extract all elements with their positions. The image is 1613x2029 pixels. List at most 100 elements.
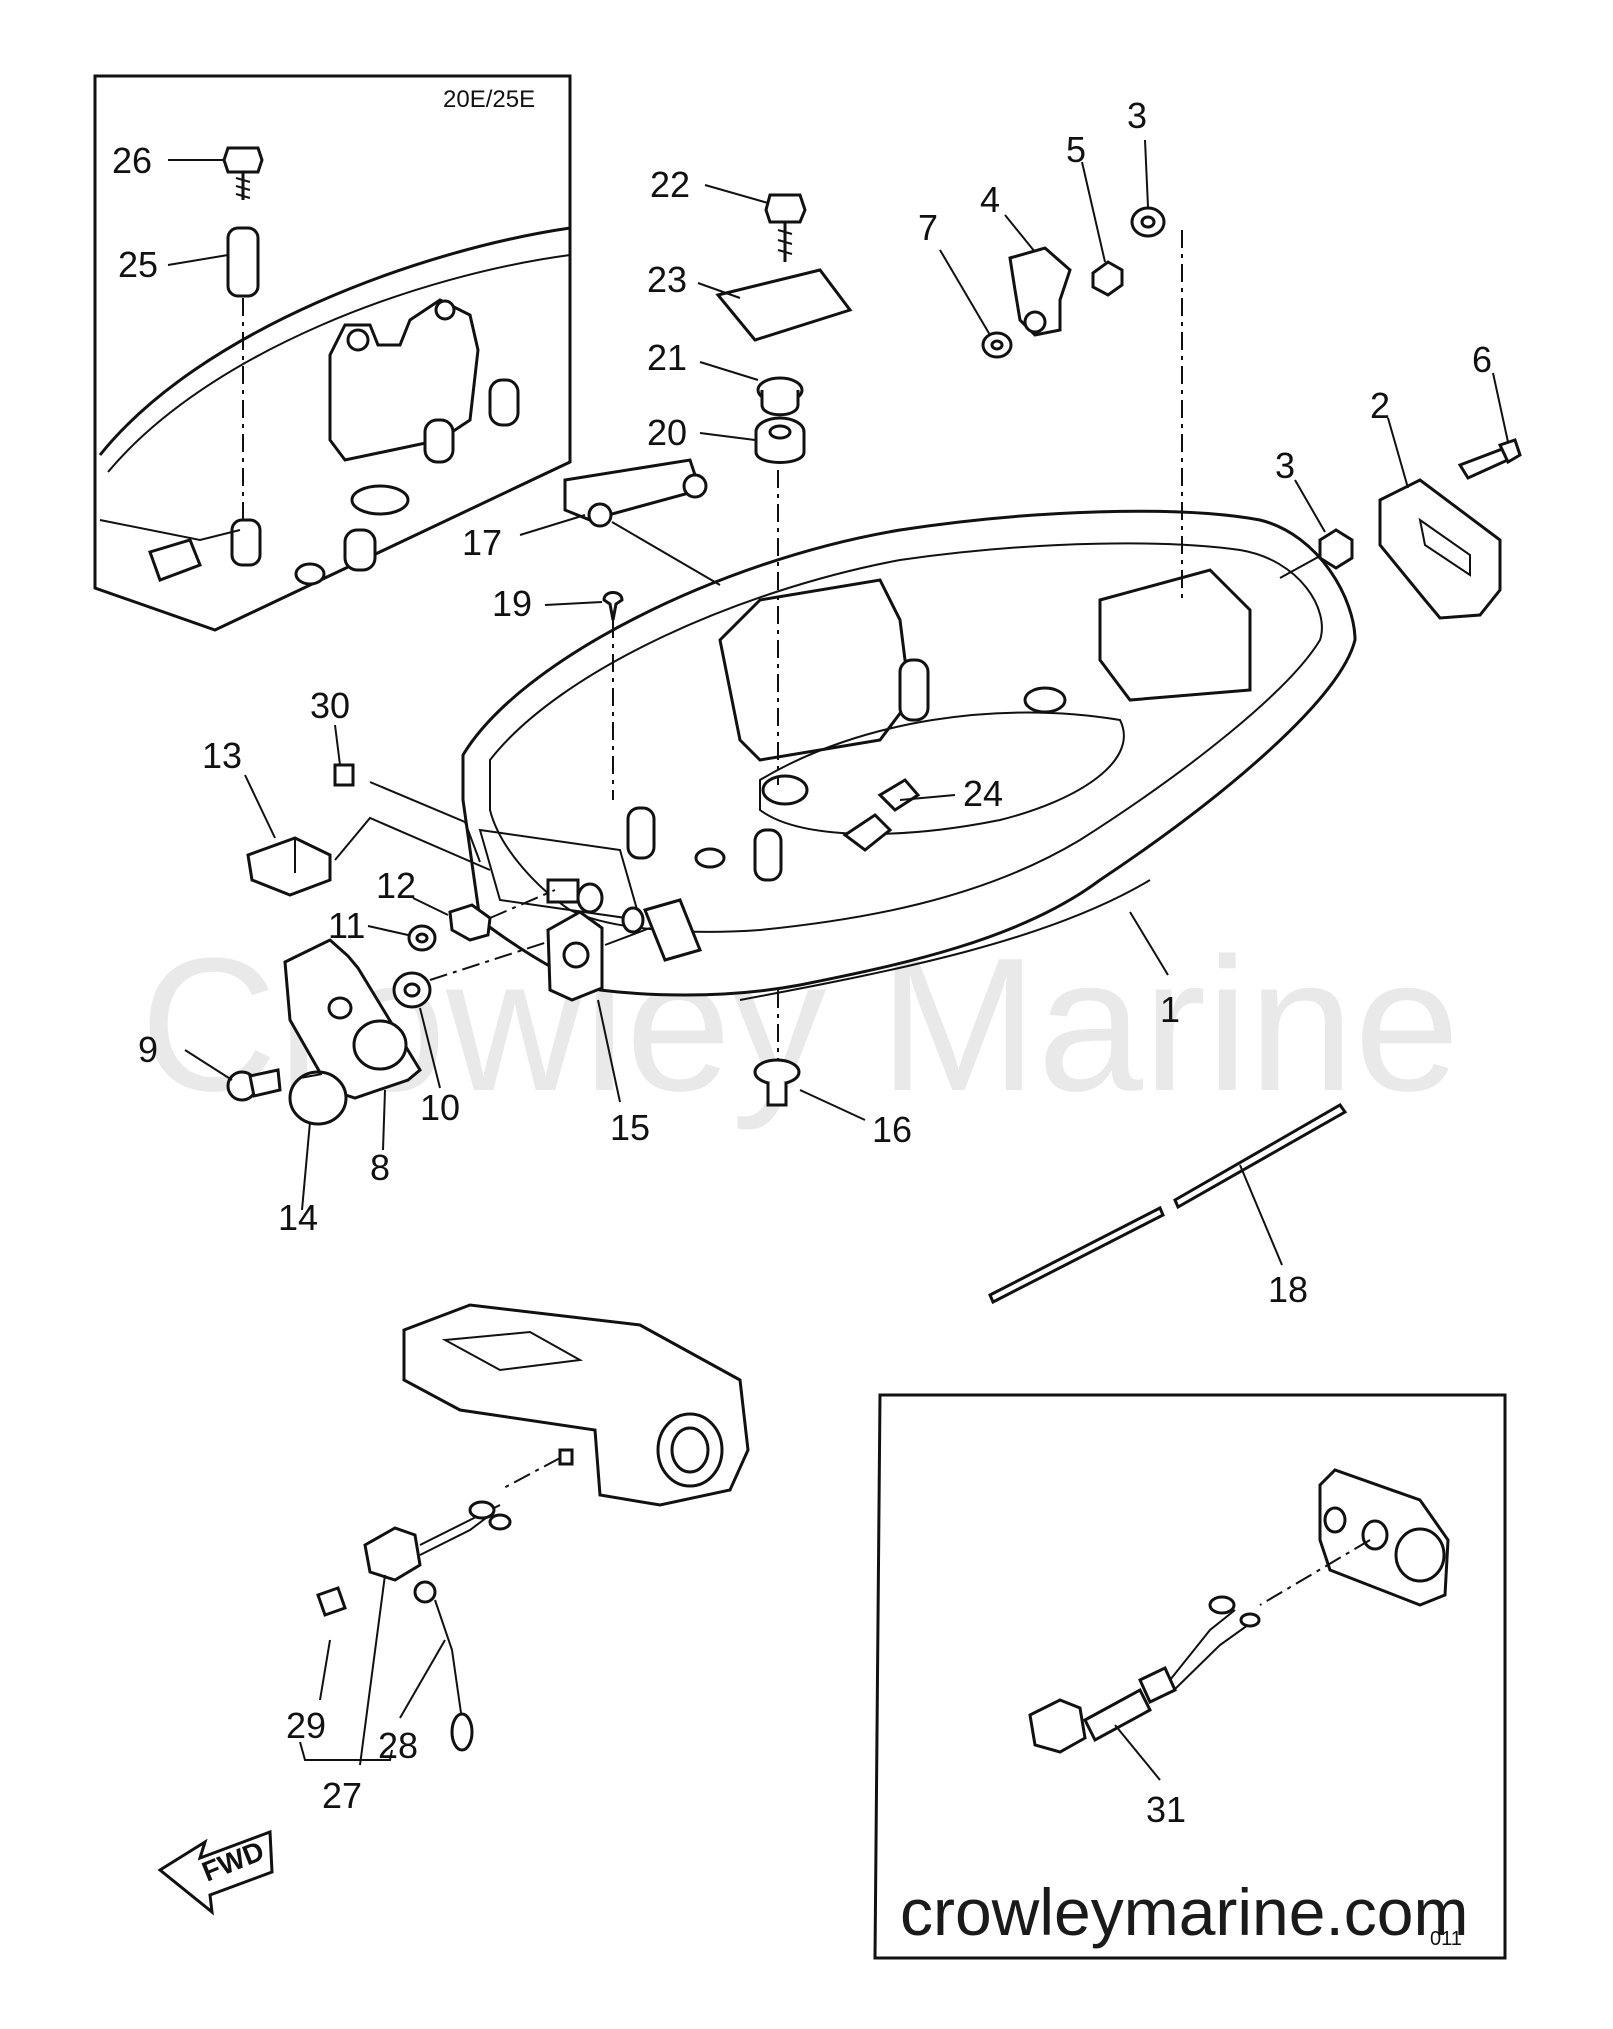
label-18: 18 [1268, 1269, 1308, 1310]
leader-13 [244, 774, 276, 839]
leader-18 [1239, 1164, 1283, 1266]
inset-post-3 [343, 528, 377, 572]
leader-27 [359, 1574, 386, 1766]
leader-31 [1114, 1724, 1161, 1781]
label-3-top: 3 [1127, 95, 1147, 136]
leader-16 [799, 1089, 866, 1121]
part-18-hose [988, 1103, 1348, 1305]
inset-part-31: 31 [873, 1393, 1507, 1960]
label-4: 4 [980, 179, 1000, 220]
inset-post-4 [230, 518, 262, 567]
leader-19 [544, 601, 603, 606]
inset-ring [350, 484, 410, 516]
leader-17 [519, 514, 586, 536]
part-12-grommet [448, 903, 492, 942]
link-13 [334, 816, 491, 871]
link-17 [611, 521, 721, 586]
cowling-lower-curve [739, 879, 1151, 1001]
inset-plate-hole-2 [1361, 1519, 1389, 1551]
bottom-cowling [461, 509, 1357, 1001]
cowling-opening-3 [621, 906, 645, 934]
part-16-grommet [753, 1058, 801, 1107]
label-25: 25 [118, 244, 158, 285]
inset-post-2 [423, 418, 455, 464]
part-5-nut [1091, 260, 1124, 297]
bracket-27-29 [299, 1741, 393, 1761]
label-15: 15 [610, 1107, 650, 1148]
cowling-rear-hole [1023, 686, 1067, 714]
part-22-bolt [764, 193, 807, 262]
inset-part-25-spacer [226, 226, 260, 298]
cowling-front-post-2 [753, 828, 783, 882]
part-6-bolt [1457, 438, 1522, 480]
leader-2 [1387, 417, 1409, 489]
fwd-arrow-icon: FWD [157, 1829, 274, 1916]
inset-cowling-edge-inner [107, 254, 571, 473]
part-27-switch [363, 1500, 512, 1582]
label-14: 14 [278, 1197, 318, 1238]
leader-25 [167, 254, 229, 266]
label-19: 19 [492, 583, 532, 624]
label-13: 13 [202, 735, 242, 776]
inset-plate-hole-1 [1323, 1506, 1347, 1534]
part-28-lanyard [413, 1580, 474, 1752]
cowling-opening-4 [642, 898, 703, 962]
part-13-cap [246, 836, 332, 897]
link-3-right [1279, 555, 1321, 579]
label-21: 21 [647, 337, 687, 378]
inset-20e-25e: 20E/25E [93, 74, 572, 632]
inset-part-26-bolt [222, 146, 264, 200]
leader-6 [1492, 372, 1509, 443]
cowling-opening-2 [576, 882, 604, 914]
inset-hole-1 [346, 328, 370, 352]
part-15-plate [546, 910, 604, 1002]
inset-model-label: 20E/25E [443, 86, 535, 113]
leader-12 [412, 897, 449, 916]
inset-frame-2 [873, 1393, 1507, 1960]
label-24: 24 [963, 773, 1003, 814]
label-6: 6 [1472, 339, 1492, 380]
label-10: 10 [420, 1087, 460, 1128]
leader-11 [367, 925, 409, 936]
label-30: 30 [310, 685, 350, 726]
inset-frame [93, 74, 572, 632]
site-url: crowleymarine.com [900, 1875, 1468, 1949]
part-14-plug [288, 1070, 348, 1126]
inset-hole-2 [434, 299, 456, 321]
leader-23 [697, 282, 741, 299]
inset-cowling-edge [98, 226, 571, 456]
leader-10 [419, 1007, 441, 1089]
leader-24 [899, 794, 956, 801]
leader-21 [699, 361, 759, 381]
leader-4 [1004, 214, 1036, 253]
label-9: 9 [138, 1029, 158, 1070]
inset-path [1259, 1539, 1371, 1606]
label-22: 22 [650, 164, 690, 205]
part-29-cap [316, 1586, 347, 1617]
part-24-fitting [842, 778, 921, 852]
leader-29 [319, 1639, 331, 1701]
label-27: 27 [322, 1775, 362, 1816]
label-5: 5 [1066, 129, 1086, 170]
label-7: 7 [918, 207, 938, 248]
label-8: 8 [370, 1147, 390, 1188]
cowling-rear-box [1098, 568, 1252, 702]
leader-5 [1081, 161, 1106, 263]
cowling-front-post-1 [626, 806, 656, 860]
label-11: 11 [328, 905, 365, 946]
fwd-arrow-label: FWD [198, 1835, 269, 1888]
leader-15 [597, 999, 621, 1103]
label-3-right: 3 [1275, 445, 1295, 486]
cowling-post [898, 658, 930, 722]
lower-bracket-unit [402, 1303, 750, 1507]
inset-plate-hole-3 [1394, 1527, 1446, 1583]
part-11-washer [407, 924, 437, 952]
leader-8 [382, 1089, 386, 1151]
leader-3-top [1144, 139, 1149, 208]
part-9-screw [226, 1068, 282, 1102]
label-16: 16 [872, 1109, 912, 1150]
part-3-nut-right [1318, 528, 1354, 570]
inset-post-1 [488, 378, 520, 427]
part-20-grommet [754, 416, 806, 464]
label-12: 12 [376, 865, 416, 906]
